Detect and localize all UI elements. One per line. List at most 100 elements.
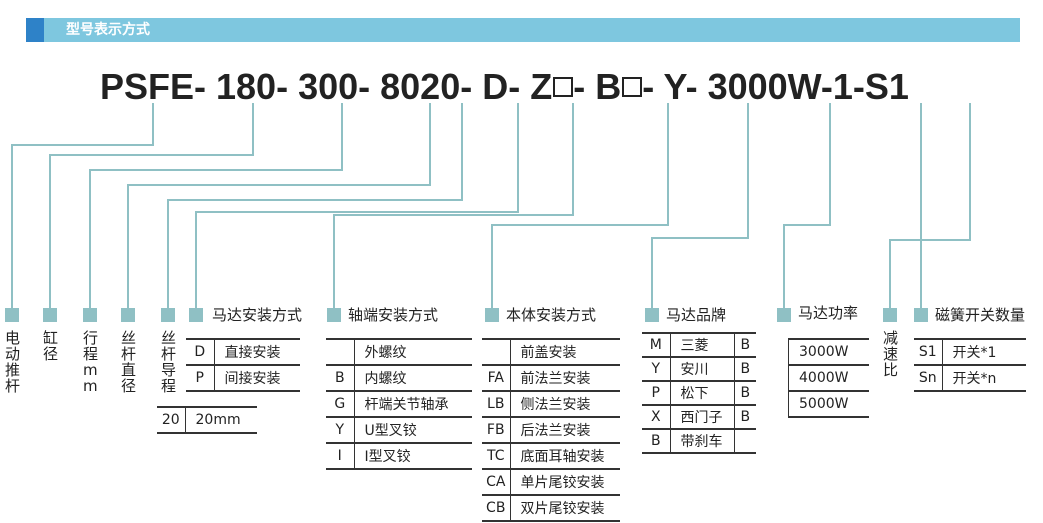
option-code: FB bbox=[482, 417, 511, 444]
option-desc: 底面耳轴安装 bbox=[510, 443, 620, 470]
marker-body-mount bbox=[485, 308, 499, 322]
label-body-mount: 本体安装方式 bbox=[506, 306, 597, 324]
option-code bbox=[482, 338, 511, 366]
power-option: 4000W bbox=[788, 365, 869, 392]
option-desc: 西门子 bbox=[670, 405, 734, 430]
connector-reed-switch bbox=[920, 103, 971, 308]
banner-accent bbox=[26, 18, 44, 42]
model-seg-body: - B bbox=[573, 66, 622, 107]
marker-motor-brand bbox=[645, 308, 659, 322]
marker-motor-power bbox=[777, 308, 791, 322]
option-desc: 单片尾铰安装 bbox=[510, 469, 620, 496]
connector-motor-brand bbox=[651, 103, 749, 308]
table-row: 外螺纹 bbox=[326, 338, 472, 366]
model-seg-power-ratio-switch: 3000W-1-S1 bbox=[697, 66, 909, 107]
label-screw-diameter: 丝杆直径 bbox=[121, 329, 137, 395]
label-reduction-ratio: 减速比 bbox=[883, 329, 899, 379]
option-code bbox=[326, 338, 355, 366]
connector-screw-lead bbox=[167, 103, 463, 308]
marker-reed-switch bbox=[914, 308, 928, 322]
marker-shaft-mount bbox=[327, 308, 341, 322]
option-code: I bbox=[326, 443, 355, 470]
brake-suffix bbox=[733, 429, 756, 454]
option-desc: 三菱 bbox=[670, 332, 734, 358]
model-seg-motor-mount: D- bbox=[472, 66, 521, 107]
connector-stroke bbox=[89, 103, 343, 308]
placeholder-box bbox=[622, 77, 643, 97]
option-desc: 开关*n bbox=[942, 365, 1026, 392]
placeholder-box bbox=[553, 77, 574, 97]
model-seg-shaft: Z bbox=[520, 66, 553, 107]
label-motor-brand: 马达品牌 bbox=[666, 306, 727, 324]
label-reed-switch-count: 磁簧开关数量 bbox=[935, 306, 1026, 324]
table-row: 4000W bbox=[788, 365, 869, 392]
connector-electric-push-rod bbox=[11, 103, 154, 308]
marker-motor-mount bbox=[189, 308, 203, 322]
label-shaft-mount: 轴端安装方式 bbox=[348, 306, 439, 324]
option-desc: 双片尾铰安装 bbox=[510, 495, 620, 522]
model-seg-brand: - Y- bbox=[642, 66, 698, 107]
option-code: LB bbox=[482, 391, 511, 418]
marker-reduction-ratio bbox=[883, 308, 897, 322]
option-desc: 内螺纹 bbox=[354, 365, 472, 392]
option-code: S1 bbox=[914, 338, 943, 366]
section-banner: 型号表示方式 bbox=[26, 18, 1020, 42]
option-code: G bbox=[326, 391, 355, 418]
option-code: X bbox=[642, 405, 671, 430]
label-motor-power: 马达功率 bbox=[798, 304, 859, 322]
option-code: B bbox=[642, 429, 671, 454]
marker-cylinder-diameter bbox=[43, 308, 57, 322]
option-code: 20 bbox=[157, 406, 186, 434]
option-code: B bbox=[326, 365, 355, 392]
table-row: 5000W bbox=[788, 391, 869, 418]
option-code: FA bbox=[482, 365, 511, 392]
connector-reduction-ratio bbox=[889, 103, 922, 308]
option-desc: 开关*1 bbox=[942, 338, 1026, 366]
label-cylinder-diameter: 缸径 bbox=[43, 329, 59, 363]
marker-stroke bbox=[83, 308, 97, 322]
label-stroke: 行程mm bbox=[83, 329, 99, 395]
table-row: 前盖安装 bbox=[482, 338, 620, 366]
option-desc: 杆端关节轴承 bbox=[354, 391, 472, 418]
option-desc: 安川 bbox=[670, 357, 734, 382]
connector-motor-power bbox=[783, 103, 831, 308]
connector-motor-mount bbox=[195, 103, 519, 308]
brake-suffix: B bbox=[733, 405, 756, 430]
marker-electric-push-rod bbox=[5, 308, 19, 322]
brake-suffix: B bbox=[733, 381, 756, 406]
motor-power-table: 3000W 4000W 5000W bbox=[788, 338, 869, 418]
option-desc: I型叉铰 bbox=[354, 443, 472, 470]
option-code: D bbox=[186, 338, 215, 366]
marker-screw-diameter bbox=[121, 308, 135, 322]
option-desc: 直接安装 bbox=[214, 338, 300, 366]
model-seg-screw: 8020- bbox=[370, 66, 473, 107]
model-seg-stroke: 300- bbox=[288, 66, 371, 107]
connector-screw-diameter bbox=[127, 103, 431, 308]
marker-screw-lead bbox=[161, 308, 175, 322]
label-screw-lead: 丝杆导程 bbox=[161, 329, 177, 395]
connector-body-mount bbox=[491, 103, 669, 308]
brake-suffix: B bbox=[733, 332, 756, 358]
option-desc: 松下 bbox=[670, 381, 734, 406]
connector-cylinder-diameter bbox=[49, 103, 254, 308]
option-code: Y bbox=[326, 417, 355, 444]
connector-shaft-mount bbox=[333, 103, 574, 308]
option-code: CB bbox=[482, 495, 511, 522]
option-desc: 带刹车 bbox=[670, 429, 734, 454]
